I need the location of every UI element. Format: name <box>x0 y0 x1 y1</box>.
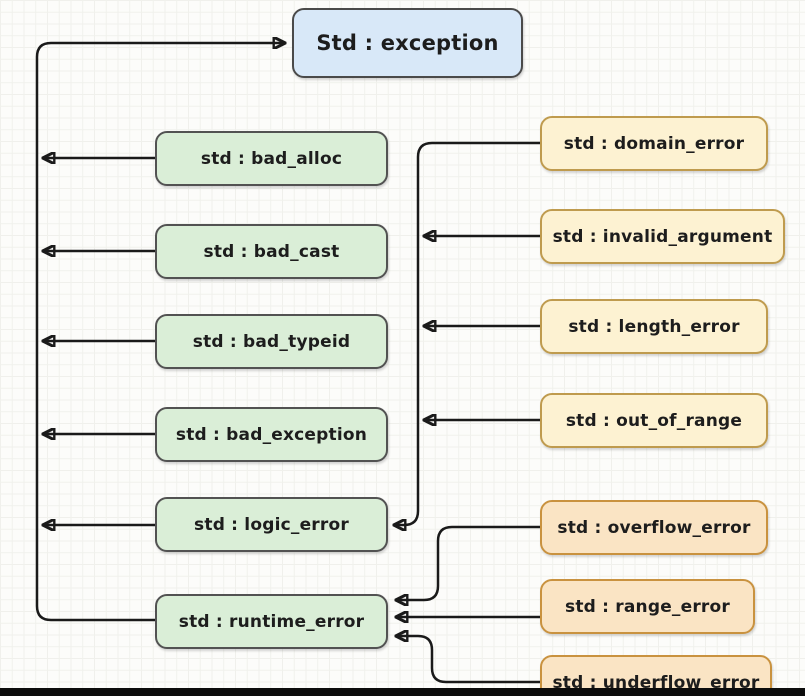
node-std-bad-alloc: std : bad_alloc <box>155 131 388 186</box>
node-std-logic-error: std : logic_error <box>155 497 388 552</box>
node-std-runtime-error: std : runtime_error <box>155 594 388 649</box>
node-std-invalid-argument: std : invalid_argument <box>540 209 785 264</box>
node-std-exception: Std : exception <box>292 8 523 78</box>
node-std-bad-typeid: std : bad_typeid <box>155 314 388 369</box>
edge-overflow-error <box>398 525 540 600</box>
node-std-bad-cast: std : bad_cast <box>155 224 388 279</box>
node-std-range-error: std : range_error <box>540 579 755 634</box>
node-std-length-error: std : length_error <box>540 299 768 354</box>
node-std-overflow-error: std : overflow_error <box>540 500 768 555</box>
node-std-domain-error: std : domain_error <box>540 116 768 171</box>
edge-trunk-to-logic-error <box>396 141 540 525</box>
node-std-out-of-range: std : out_of_range <box>540 393 768 448</box>
bottom-crop-bar <box>0 688 805 696</box>
node-std-bad-exception: std : bad_exception <box>155 407 388 462</box>
edge-underflow-error <box>398 636 540 684</box>
